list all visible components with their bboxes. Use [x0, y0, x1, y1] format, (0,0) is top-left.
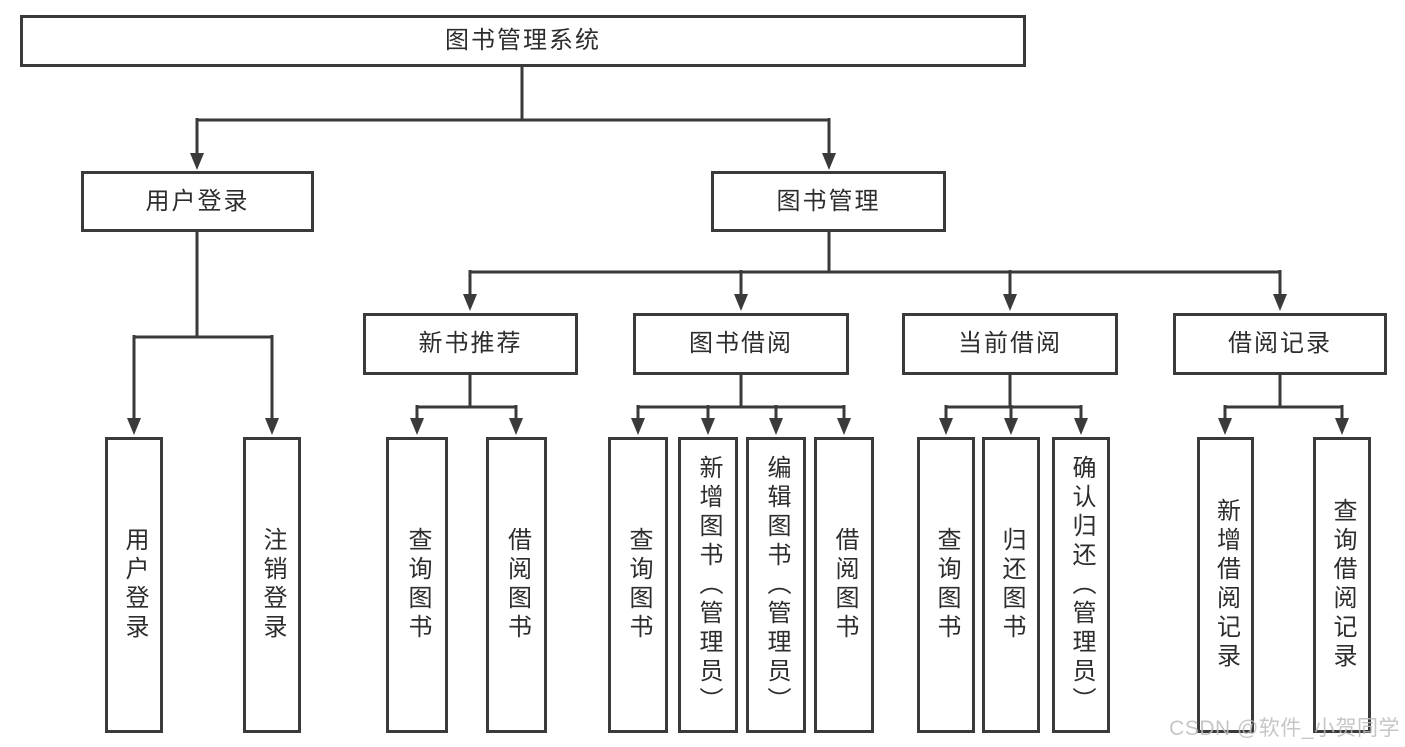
csdn-watermark: CSDN @软件_小贺同学: [1169, 717, 1400, 740]
node-user-login: 用户登录: [81, 171, 314, 232]
node-new-book-recommendation: 新书推荐: [363, 313, 578, 375]
leaf-label: 新增图书（管理员）: [695, 454, 722, 716]
arrowhead-icon: [127, 418, 141, 435]
node-label: 新书推荐: [418, 330, 523, 357]
connector-currentborrow-to-leaves: [944, 375, 1083, 421]
connector-userlogin-to-leaves: [132, 232, 274, 421]
arrowhead-icon: [509, 418, 523, 435]
leaf-label: 新增借阅记录: [1212, 498, 1240, 672]
arrowhead-icon: [837, 418, 851, 435]
arrowhead-icon: [1335, 418, 1349, 435]
leaf-user-login: 用户登录: [105, 437, 163, 733]
leaf-logout: 注销登录: [243, 437, 301, 733]
connector-newbookrec-to-leaves: [415, 375, 518, 421]
leaf-label: 用户登录: [121, 527, 148, 643]
connector-borrowrecord-to-leaves: [1223, 375, 1344, 421]
arrowhead-icon: [410, 418, 424, 435]
leaf-borrow-books-recommendation: 借阅图书: [486, 437, 547, 733]
leaf-return-books: 归还图书: [982, 437, 1040, 733]
arrowheads: [127, 153, 1349, 435]
node-book-management: 图书管理: [711, 171, 946, 232]
leaf-label: 编辑图书（管理员）: [763, 454, 790, 716]
arrowhead-icon: [1003, 294, 1017, 311]
leaf-borrow-books: 借阅图书: [814, 437, 874, 733]
connector-bookmgmt-to-level3: [468, 232, 1282, 297]
leaf-query-books-recommendation: 查询图书: [386, 437, 448, 733]
arrowhead-icon: [769, 418, 783, 435]
leaf-add-books-admin: 新增图书（管理员）: [678, 437, 738, 733]
node-label: 图书借阅: [689, 330, 793, 357]
leaf-edit-books-admin: 编辑图书（管理员）: [746, 437, 806, 733]
leaf-label: 查询图书: [933, 527, 960, 643]
leaf-label: 查询图书: [625, 527, 652, 643]
arrowhead-icon: [1074, 418, 1088, 435]
arrowhead-icon: [631, 418, 645, 435]
node-book-borrowing: 图书借阅: [633, 313, 849, 375]
node-label: 图书管理: [776, 187, 881, 215]
node-borrowing-records: 借阅记录: [1173, 313, 1387, 375]
connector-bookborrow-to-leaves: [636, 375, 846, 421]
arrowhead-icon: [463, 294, 477, 311]
leaf-query-books-current: 查询图书: [917, 437, 975, 733]
node-label: 用户登录: [145, 187, 250, 215]
leaf-label: 确认归还（管理员）: [1068, 454, 1095, 716]
arrowhead-icon: [1218, 418, 1232, 435]
leaf-confirm-return-admin: 确认归还（管理员）: [1052, 437, 1110, 733]
node-label: 当前借阅: [958, 330, 1062, 357]
leaf-add-borrow-record: 新增借阅记录: [1197, 437, 1254, 733]
arrowhead-icon: [734, 294, 748, 311]
leaf-label: 注销登录: [259, 527, 286, 643]
leaf-label: 借阅图书: [503, 527, 531, 643]
arrowhead-icon: [190, 153, 204, 170]
node-current-borrowing: 当前借阅: [902, 313, 1118, 375]
leaf-label: 查询图书: [404, 527, 431, 643]
leaf-label: 归还图书: [998, 527, 1025, 643]
arrowhead-icon: [1004, 418, 1018, 435]
arrowhead-icon: [1273, 294, 1287, 311]
node-label: 借阅记录: [1228, 330, 1332, 357]
arrowhead-icon: [939, 418, 953, 435]
leaf-label: 查询借阅记录: [1329, 498, 1356, 672]
node-library-system: 图书管理系统: [20, 15, 1026, 67]
arrowhead-icon: [822, 153, 836, 170]
leaf-query-books-borrowing: 查询图书: [608, 437, 668, 733]
arrowhead-icon: [265, 418, 279, 435]
connector-root-to-level2: [195, 67, 831, 156]
leaf-label: 借阅图书: [831, 527, 858, 643]
arrowhead-icon: [701, 418, 715, 435]
leaf-query-borrow-record: 查询借阅记录: [1313, 437, 1371, 733]
node-label: 图书管理系统: [445, 27, 601, 54]
